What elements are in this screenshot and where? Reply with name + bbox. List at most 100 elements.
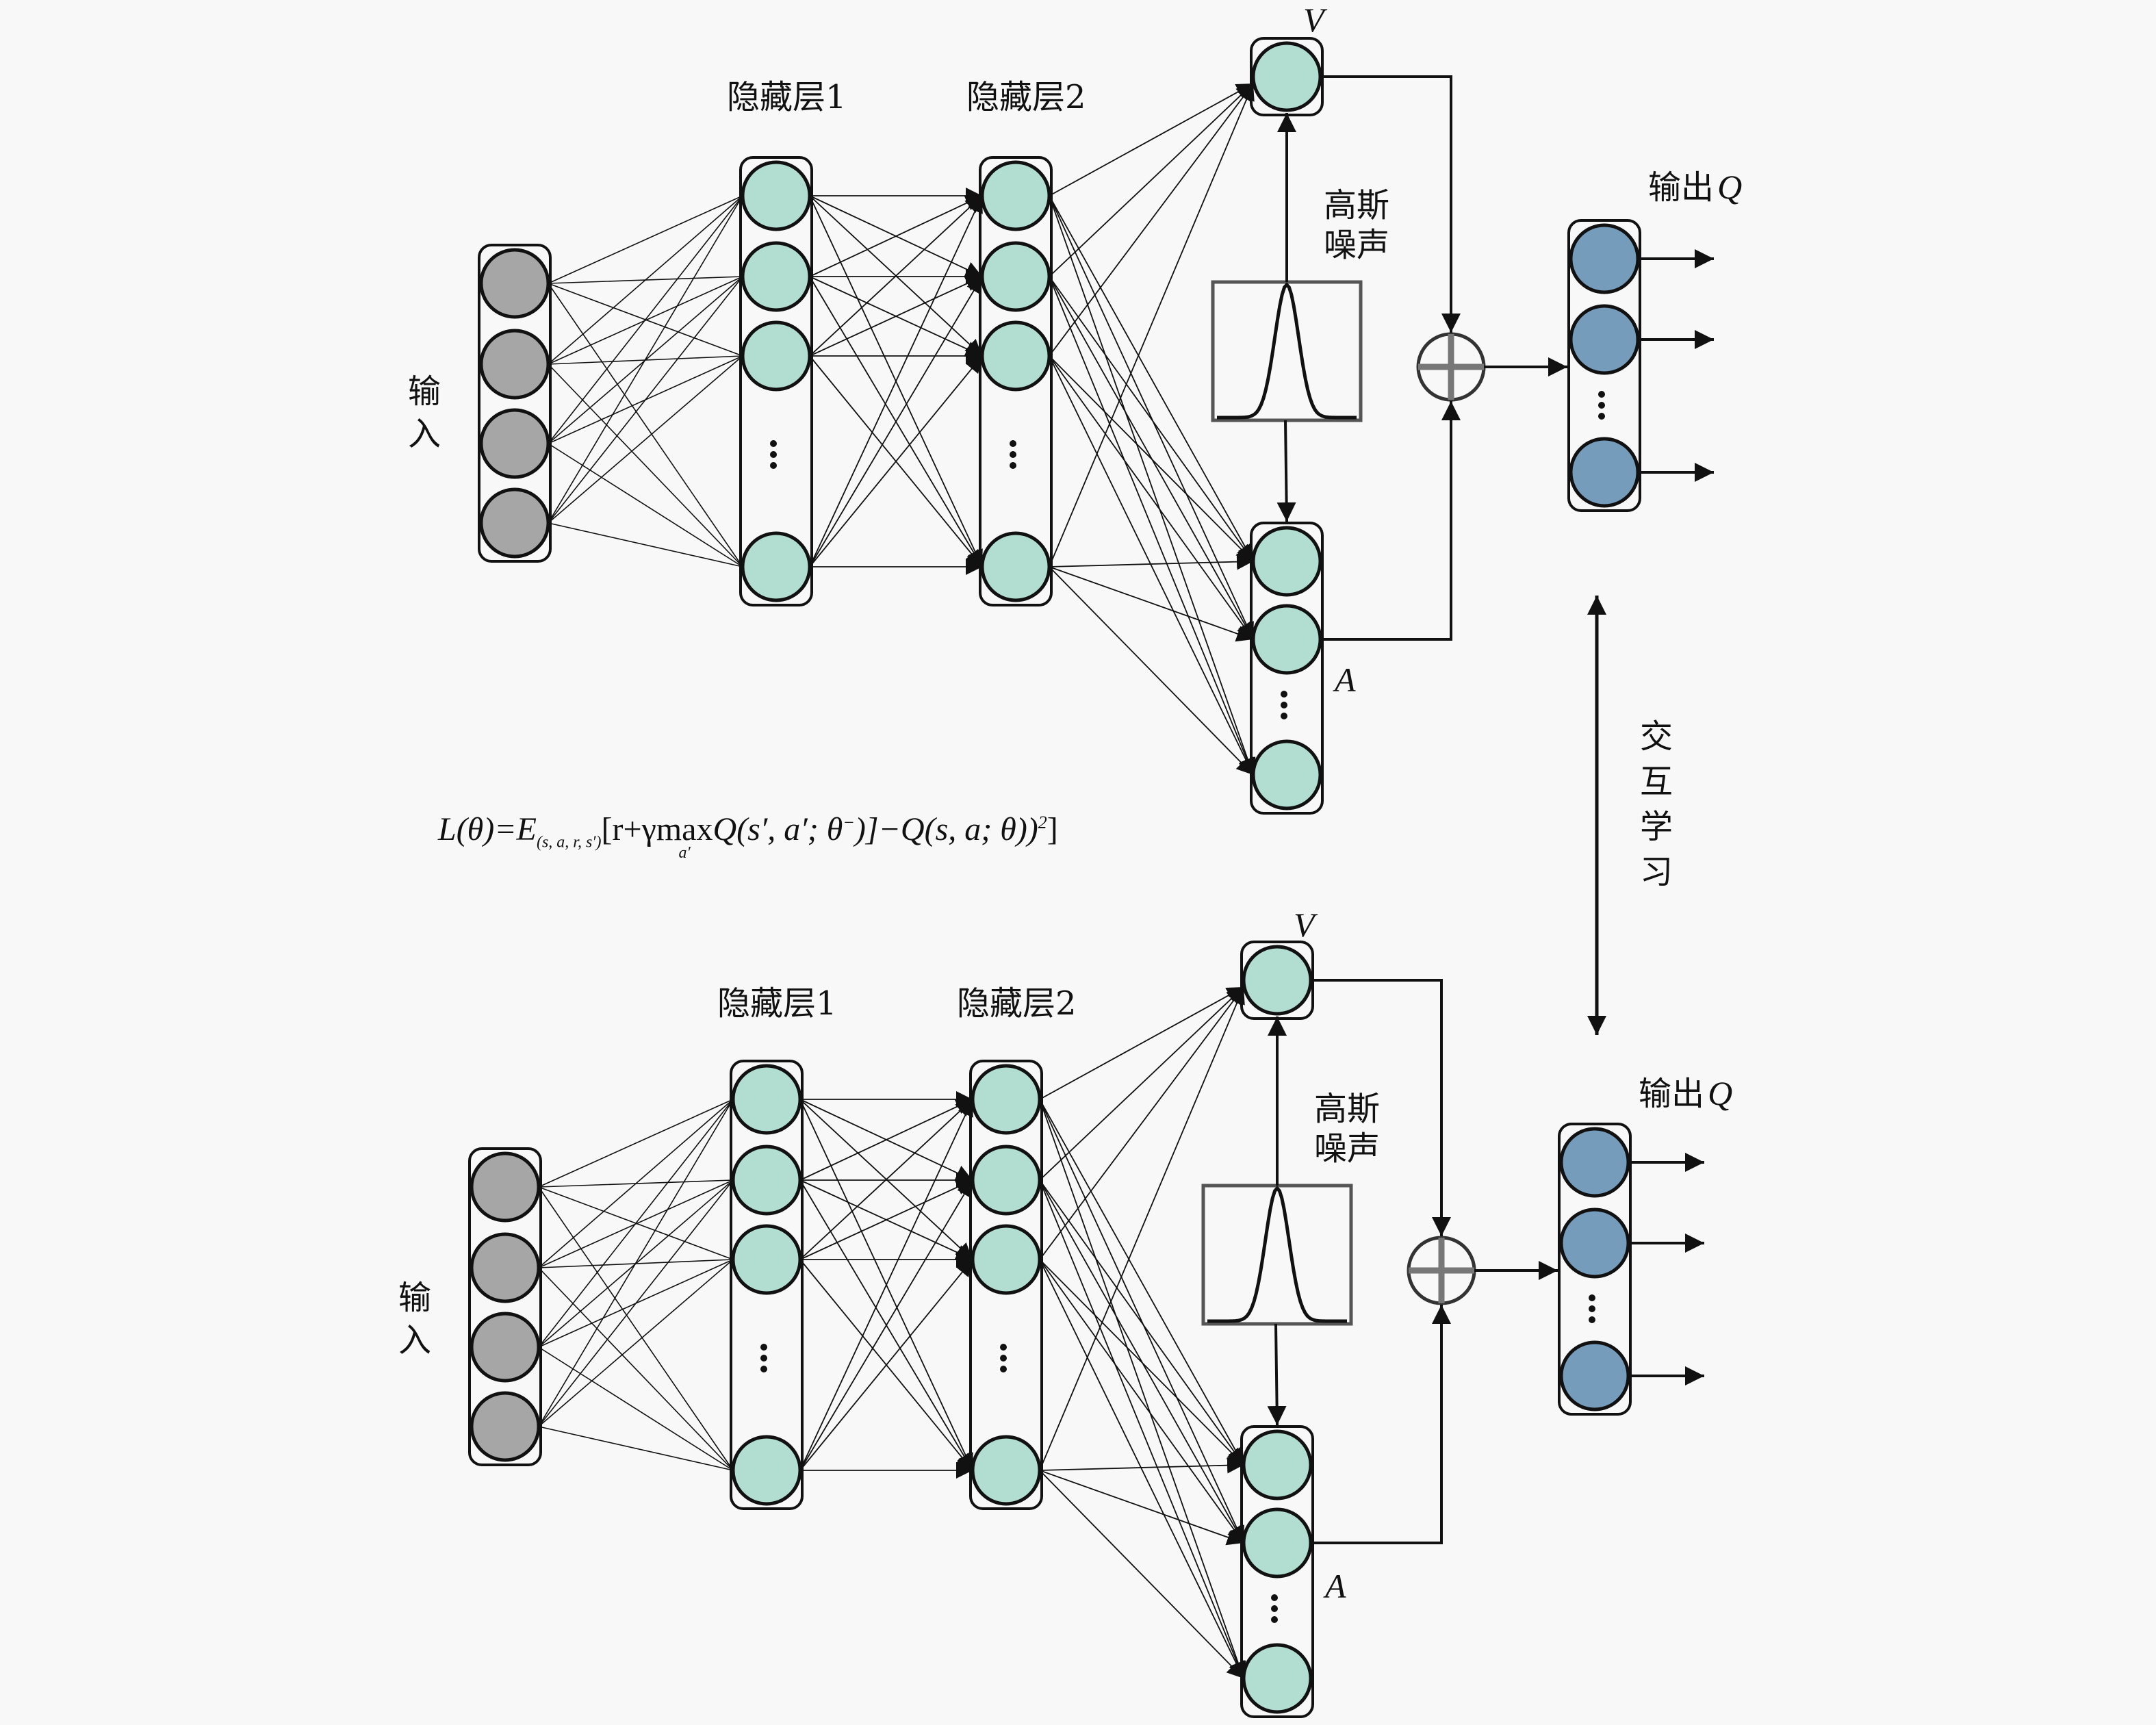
top-arrow-value-to-sum bbox=[1323, 75, 1461, 333]
top-output-node bbox=[1569, 223, 1640, 294]
top-arrow-advantage-to-sum bbox=[1323, 401, 1461, 641]
ellipsis-dot bbox=[1271, 1605, 1278, 1612]
top-input-column bbox=[478, 244, 552, 563]
top-hidden2-column bbox=[979, 156, 1053, 606]
bottom-arrow-noise-to-advantage bbox=[1267, 1323, 1287, 1426]
bottom-advantage-node bbox=[1242, 1643, 1313, 1714]
top-advantage-node bbox=[1251, 526, 1322, 597]
bottom-advantage-column bbox=[1240, 1425, 1314, 1718]
interaction-char-2: 互 bbox=[1640, 763, 1673, 801]
bottom-edge-hidden2-advantage bbox=[1039, 1470, 1244, 1679]
loss-part1: [r+γ bbox=[601, 811, 656, 847]
ellipsis-dot bbox=[1598, 413, 1605, 420]
ellipsis-dot bbox=[760, 1344, 767, 1351]
top-advantage-label: A bbox=[1335, 661, 1356, 699]
ellipsis-dot bbox=[1010, 451, 1016, 458]
interaction-label: 交 互 学 习 bbox=[1640, 720, 1673, 889]
top-edge-hidden2-value bbox=[1049, 83, 1255, 567]
top-edge-hidden2-advantage bbox=[1049, 355, 1254, 562]
bottom-edge-input-hidden1 bbox=[538, 1099, 734, 1348]
top-sum-node bbox=[1416, 332, 1486, 402]
top-edge-hidden1-hidden2 bbox=[809, 195, 983, 567]
bottom-advantage-node bbox=[1242, 1429, 1313, 1500]
interaction-char-3: 学 bbox=[1640, 808, 1673, 846]
bottom-noise-label-line-2: 噪声 bbox=[1314, 1129, 1381, 1168]
loss-part2: Q(s′, a′; θ bbox=[713, 811, 843, 847]
top-edge-hidden2-advantage bbox=[1049, 195, 1254, 562]
bottom-input-column bbox=[468, 1147, 542, 1466]
top-arrow-noise-to-advantage bbox=[1276, 420, 1296, 522]
top-hidden2-label: 隐藏层2 bbox=[966, 78, 1086, 116]
bottom-value-label: V bbox=[1294, 906, 1315, 944]
bottom-value-node bbox=[1242, 945, 1313, 1016]
top-noise-label-line-2: 噪声 bbox=[1324, 226, 1390, 264]
top-edge-input-hidden1 bbox=[548, 355, 743, 524]
ellipsis-dot bbox=[770, 462, 777, 469]
bottom-hidden1-node bbox=[731, 1145, 802, 1216]
top-hidden1-column bbox=[739, 156, 813, 606]
top-output-label-text: 输出 bbox=[1648, 168, 1715, 207]
loss-close: ] bbox=[1047, 811, 1058, 847]
bottom-hidden1-label: 隐藏层1 bbox=[717, 984, 837, 1023]
bottom-edge-hidden1-hidden2 bbox=[799, 1179, 973, 1471]
top-hidden1-node bbox=[741, 241, 812, 312]
bottom-hidden1-ellipsis bbox=[760, 1344, 767, 1372]
bottom-edge-hidden2-advantage bbox=[1039, 1179, 1246, 1679]
top-hidden2-node bbox=[980, 320, 1051, 392]
top-edge-hidden2-advantage bbox=[1049, 355, 1254, 640]
top-advantage-node bbox=[1251, 604, 1322, 675]
bottom-edge-hidden1-hidden2 bbox=[799, 1099, 973, 1181]
top-edge-input-hidden1 bbox=[548, 195, 743, 365]
bottom-sum-node bbox=[1407, 1236, 1476, 1305]
ellipsis-dot bbox=[1281, 713, 1287, 719]
bottom-hidden2-node bbox=[971, 1064, 1042, 1135]
top-edge-input-hidden1 bbox=[548, 363, 743, 567]
ellipsis-dot bbox=[1589, 1305, 1595, 1312]
bottom-hidden2-ellipsis bbox=[1000, 1344, 1007, 1372]
bottom-edge-hidden2-advantage bbox=[1039, 1457, 1244, 1474]
ellipsis-dot bbox=[1271, 1616, 1278, 1623]
bottom-edge-hidden1-hidden2 bbox=[799, 1099, 973, 1260]
top-value-label: V bbox=[1303, 1, 1324, 39]
top-edge-hidden2-advantage bbox=[1049, 276, 1255, 776]
top-noise-label-line-1: 高斯 bbox=[1324, 186, 1390, 225]
top-edge-hidden2-value bbox=[1049, 83, 1254, 196]
bottom-output-node bbox=[1559, 1208, 1630, 1279]
bottom-input-label-char-2: 入 bbox=[398, 1321, 432, 1359]
bottom-edge-hidden2-advantage bbox=[1039, 1179, 1244, 1466]
top-input-label: 输 入 bbox=[408, 375, 441, 450]
bottom-noise-label-line-1: 高斯 bbox=[1314, 1090, 1381, 1128]
bottom-gaussian-noise-box bbox=[1201, 1184, 1353, 1326]
bottom-edge-input-hidden1 bbox=[538, 1099, 734, 1427]
top-input-node bbox=[479, 248, 550, 319]
loss-expectation-subscript: (s, a, r, s′) bbox=[536, 833, 602, 852]
bottom-input-node bbox=[470, 1312, 541, 1383]
top-edge-hidden2-advantage bbox=[1049, 553, 1254, 570]
ellipsis-dot bbox=[1589, 1294, 1595, 1301]
ellipsis-dot bbox=[1589, 1316, 1595, 1323]
ellipsis-dot bbox=[1000, 1355, 1007, 1362]
top-edge-hidden2-advantage bbox=[1049, 276, 1254, 562]
top-output-node bbox=[1569, 304, 1640, 375]
bottom-edge-hidden2-value bbox=[1039, 986, 1244, 1181]
top-hidden2-node bbox=[980, 241, 1051, 312]
ellipsis-dot bbox=[1000, 1366, 1007, 1372]
bottom-hidden2-column bbox=[969, 1060, 1043, 1510]
top-hidden1-node bbox=[741, 531, 812, 602]
bottom-edge-input-hidden1 bbox=[538, 1099, 734, 1188]
top-output-node bbox=[1569, 437, 1640, 508]
bottom-input-label: 输 入 bbox=[398, 1281, 431, 1357]
bottom-edge-input-hidden1 bbox=[538, 1426, 734, 1471]
top-input-label-char-2: 入 bbox=[408, 415, 441, 453]
top-input-node bbox=[479, 487, 550, 559]
top-edge-hidden2-advantage bbox=[1049, 195, 1256, 776]
top-output-label-var: Q bbox=[1717, 168, 1743, 206]
top-edge-input-hidden1 bbox=[548, 195, 743, 444]
bottom-input-node bbox=[470, 1151, 541, 1223]
top-edge-input-hidden1 bbox=[548, 283, 743, 567]
bottom-input-label-char-1: 输 bbox=[398, 1279, 432, 1317]
